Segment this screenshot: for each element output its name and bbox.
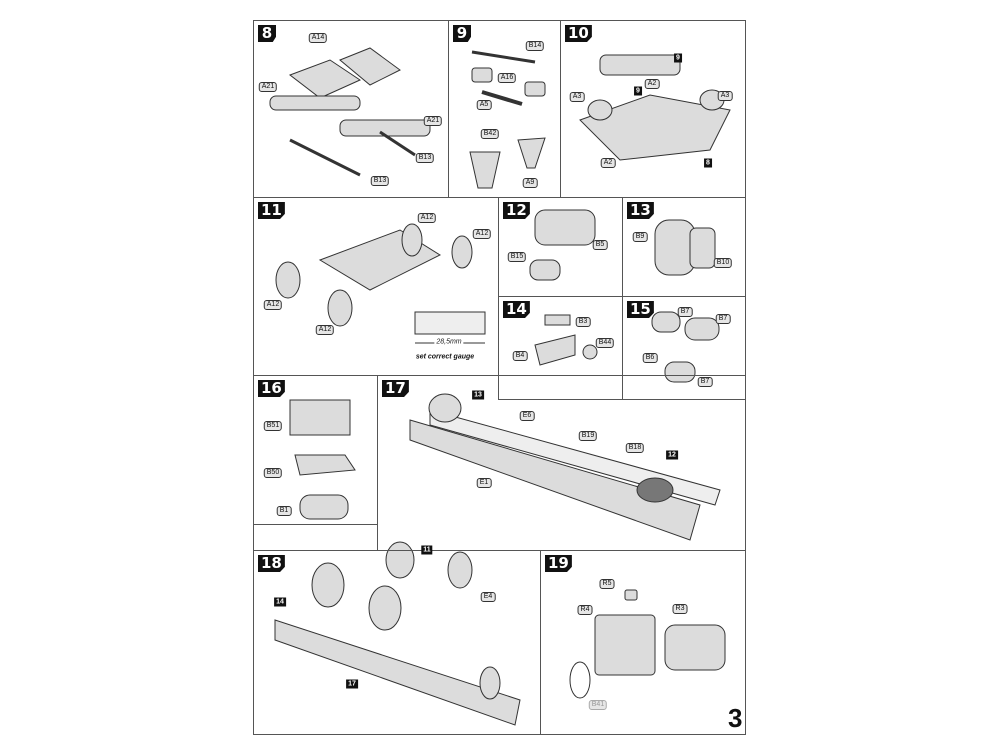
step-11-panel: 11 [253, 197, 499, 376]
gauge-dimension: 28,5mm [434, 338, 464, 346]
step-number: 14 [503, 301, 530, 318]
part-label: B10 [713, 258, 733, 268]
part-label: B6 [642, 353, 658, 363]
part-label: B18 [625, 443, 645, 453]
part-label: B44 [595, 338, 615, 348]
part-label: B13 [370, 176, 390, 186]
page-number: 3 [728, 703, 743, 733]
part-label: B42 [480, 129, 500, 139]
step-19-panel: 19 [540, 550, 746, 735]
step-number: 12 [503, 202, 530, 219]
part-label: A9 [522, 178, 538, 188]
part-label: A12 [472, 229, 492, 239]
step-13-panel: 13 [622, 197, 746, 297]
part-label: B4 [512, 351, 528, 361]
part-label: A5 [476, 100, 492, 110]
part-label: E6 [519, 411, 535, 421]
step-10-panel: 10 [560, 20, 746, 198]
part-label: R5 [599, 579, 615, 589]
step-number: 8 [258, 25, 276, 42]
step-number: 18 [258, 555, 285, 572]
leaf-spring [288, 59, 362, 99]
step-number: 16 [258, 380, 285, 397]
step-reference: 9 [634, 86, 642, 96]
part-label: A12 [263, 300, 283, 310]
part-label: B15 [507, 252, 527, 262]
part-label: B7 [715, 314, 731, 324]
step-reference: 14 [274, 597, 286, 607]
torque-rod [289, 138, 361, 177]
part-label: A21 [423, 116, 443, 126]
part-label: A16 [497, 73, 517, 83]
step-number: 10 [565, 25, 592, 42]
part-label: B14 [525, 41, 545, 51]
step-reference: 11 [421, 545, 433, 555]
part-label: A2 [644, 79, 660, 89]
step-number: 11 [258, 202, 285, 219]
step-15-panel: 15 [622, 296, 746, 400]
part-label: B19 [578, 431, 598, 441]
part-label: B7 [677, 307, 693, 317]
part-label: B9 [632, 232, 648, 242]
part-label: B51 [263, 421, 283, 431]
step-18-panel: 18 [253, 550, 541, 735]
step-reference: 12 [666, 450, 678, 460]
step-number: 19 [545, 555, 572, 572]
part-label: B13 [415, 153, 435, 163]
part-label: E4 [480, 592, 496, 602]
step-reference: 8 [704, 158, 712, 168]
step-16-panel: 16 [253, 375, 378, 525]
step-14-panel: 14 [498, 296, 623, 400]
step-reference: 13 [472, 390, 484, 400]
part-label: R3 [672, 604, 688, 614]
part-label: A2 [600, 158, 616, 168]
part-label: R4 [577, 605, 593, 615]
part-label: B3 [575, 317, 591, 327]
part-label: B1 [276, 506, 292, 516]
step-number: 17 [382, 380, 409, 397]
step-17-panel: 17 [377, 375, 746, 551]
part-label: E1 [476, 478, 492, 488]
step-reference: 17 [346, 679, 358, 689]
step-8-panel: 8 [253, 20, 449, 198]
step-number: 9 [453, 25, 471, 42]
part-label: B50 [263, 468, 283, 478]
part-label: B41 [588, 700, 608, 710]
part-label: A3 [569, 92, 585, 102]
step-9-panel: 9 [448, 20, 561, 198]
leaf-spring [339, 47, 401, 86]
step-number: 13 [627, 202, 654, 219]
axle [269, 95, 361, 111]
part-label: B5 [592, 240, 608, 250]
part-label: A14 [308, 33, 328, 43]
part-label: A12 [315, 325, 335, 335]
torque-rod [379, 130, 416, 157]
step-number: 15 [627, 301, 654, 318]
part-label: A12 [417, 213, 437, 223]
step-reference: 9 [674, 53, 682, 63]
gauge-note: set correct gauge [415, 353, 475, 361]
part-label: A21 [258, 82, 278, 92]
part-label: B7 [697, 377, 713, 387]
part-label: A3 [717, 91, 733, 101]
